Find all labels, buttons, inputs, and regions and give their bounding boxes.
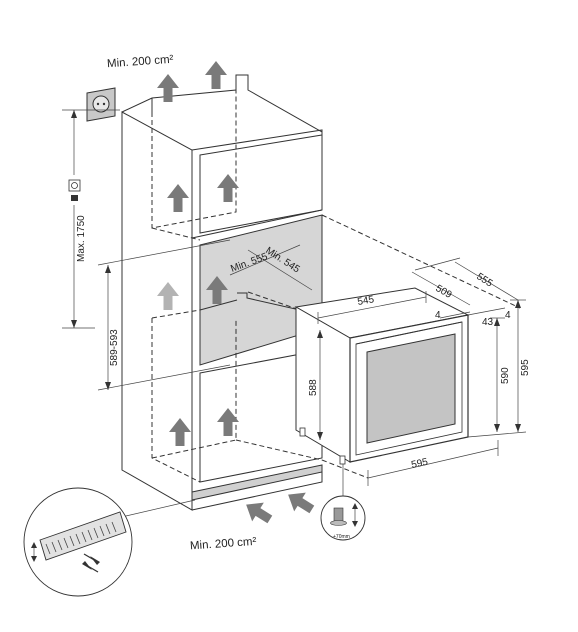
width-595-label: 595 [410, 457, 429, 471]
vent-arrows-bottom [240, 485, 318, 529]
foot-adjustment-detail [320, 464, 366, 541]
vent-label-bottom: Min. 200 cm² [190, 536, 257, 553]
width-545-label: 545 [357, 294, 376, 308]
power-socket-icon [86, 87, 116, 122]
vent-grille-detail [23, 487, 196, 597]
height-588-label: 588 [308, 379, 319, 396]
tall-cabinet [121, 74, 323, 511]
foot-clearance-label: +70mm [333, 534, 350, 540]
appliance [294, 287, 470, 465]
offset-4-label: 4 [435, 310, 441, 321]
depth-555-label: 555 [474, 271, 494, 290]
socket-height-label: Max. 1750 [76, 215, 87, 262]
height-590-label: 590 [500, 367, 511, 384]
niche-height-label: 589-593 [109, 329, 120, 366]
vent-label-top: Min. 200 cm² [107, 54, 174, 71]
niche-height-dimension [97, 239, 231, 391]
offset-right-4-label: 4 [505, 310, 511, 321]
door-glass [366, 333, 456, 444]
socket-height-dimension [62, 109, 120, 329]
plug-icon [68, 179, 81, 201]
vent-arrow-faded [157, 282, 179, 310]
offset-43-label: 43 [482, 317, 494, 328]
niche-depth-dimension [229, 244, 313, 291]
height-595-label: 595 [520, 359, 531, 376]
appliance-dimensions [317, 257, 527, 486]
